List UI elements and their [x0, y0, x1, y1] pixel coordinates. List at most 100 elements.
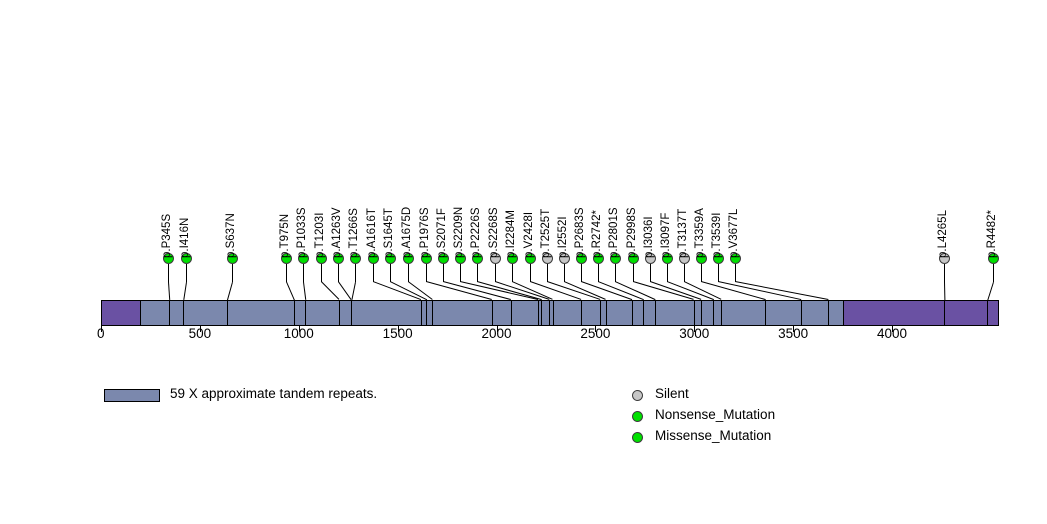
axis-tick-label: 2000 — [481, 326, 512, 341]
mutation-label: p.P2226S — [470, 206, 482, 258]
mutation-stem-diagonal — [303, 281, 307, 300]
mutation-stem-in-backbone — [510, 300, 512, 326]
mutation-stem — [581, 263, 582, 282]
mutation-stem — [993, 263, 994, 282]
mutation-stem-in-backbone — [183, 300, 185, 326]
mutation-stem — [186, 263, 187, 282]
mutation-dot-missense[interactable] — [437, 252, 449, 264]
axis-tick — [101, 326, 102, 332]
mutation-stem-diagonal — [633, 281, 695, 300]
type-legend-dot — [632, 432, 643, 443]
mutation-stem-in-backbone — [549, 300, 551, 326]
mutation-stem — [718, 263, 719, 282]
mutation-dot-missense[interactable] — [315, 252, 327, 264]
type-legend-dot — [632, 411, 643, 422]
mutation-stem-in-backbone — [293, 300, 295, 326]
mutation-dot-nonsense[interactable] — [987, 252, 999, 264]
mutation-dot-missense[interactable] — [384, 252, 396, 264]
mutation-dot-missense[interactable] — [506, 252, 518, 264]
mutation-dot-missense[interactable] — [609, 252, 621, 264]
mutation-label: p.A1675D — [401, 206, 413, 258]
mutation-dot-missense[interactable] — [280, 252, 292, 264]
mutation-dot-missense[interactable] — [729, 252, 741, 264]
mutation-label: p.T3137T — [677, 208, 689, 258]
axis-tick — [298, 326, 300, 332]
mutation-stem-in-backbone — [426, 300, 428, 326]
mutation-label: p.I3097F — [660, 212, 672, 258]
mutation-stem-diagonal — [564, 281, 607, 300]
mutation-stem-in-backbone — [537, 300, 539, 326]
mutation-label: p.T975N — [279, 213, 291, 258]
mutation-stem-in-backbone — [643, 300, 645, 326]
mutation-dot-missense[interactable] — [367, 252, 379, 264]
mutation-stem — [426, 263, 427, 282]
mutation-dot-silent[interactable] — [678, 252, 690, 264]
mutation-stem-in-backbone — [944, 300, 946, 326]
mutation-stem-in-backbone — [631, 300, 633, 326]
mutation-stem — [477, 263, 478, 282]
axis-tick-label: 0 — [97, 326, 105, 341]
mutation-stem-diagonal — [183, 282, 187, 301]
mutation-stem — [667, 263, 668, 282]
axis-tick-label: 1500 — [382, 326, 413, 341]
mutation-dot-missense[interactable] — [627, 252, 639, 264]
mutation-dot-silent[interactable] — [938, 252, 950, 264]
mutation-dot-missense[interactable] — [226, 252, 238, 264]
mutation-label: p.T1203I — [314, 212, 326, 258]
mutation-dot-missense[interactable] — [575, 252, 587, 264]
mutation-label: p.S1645T — [383, 207, 395, 258]
mutation-dot-missense[interactable] — [524, 252, 536, 264]
mutation-stem — [512, 263, 513, 282]
mutation-dot-missense[interactable] — [471, 252, 483, 264]
mutation-stem-in-backbone — [169, 300, 171, 326]
mutation-stem-diagonal — [338, 281, 352, 300]
mutation-stem-in-backbone — [987, 300, 989, 326]
axis-tick-label: 2500 — [580, 326, 611, 341]
mutation-stem — [495, 263, 496, 282]
mutation-stem-in-backbone — [420, 300, 422, 326]
mutation-stem — [168, 263, 169, 282]
mutation-dot-missense[interactable] — [349, 252, 361, 264]
mutation-dot-missense[interactable] — [297, 252, 309, 264]
mutation-dot-missense[interactable] — [332, 252, 344, 264]
mutation-stem-in-backbone — [721, 300, 723, 326]
mutation-stem — [286, 263, 287, 282]
mutation-stem — [598, 263, 599, 282]
mutation-dot-missense[interactable] — [661, 252, 673, 264]
mutation-stem — [684, 263, 685, 282]
mutation-stem — [701, 263, 702, 282]
mutation-dot-silent[interactable] — [489, 252, 501, 264]
mutation-dot-missense[interactable] — [180, 252, 192, 264]
type-legend-label: Silent — [655, 386, 689, 401]
mutation-label: p.P2801S — [608, 206, 620, 258]
mutation-dot-missense[interactable] — [402, 252, 414, 264]
mutation-dot-missense[interactable] — [695, 252, 707, 264]
mutation-stem — [373, 263, 374, 282]
mutation-stem-in-backbone — [605, 300, 607, 326]
mutation-dot-nonsense[interactable] — [592, 252, 604, 264]
mutation-label: p.A1616T — [366, 207, 378, 258]
axis-tick — [496, 326, 498, 332]
mutation-stem-in-backbone — [693, 300, 695, 326]
mutation-label: p.T3539I — [711, 212, 723, 258]
mutation-dot-silent[interactable] — [558, 252, 570, 264]
mutation-stem-in-backbone — [654, 300, 656, 326]
mutation-stem-in-backbone — [701, 300, 703, 326]
mutation-stem — [650, 263, 651, 282]
mutation-stem-in-backbone — [581, 300, 583, 326]
mutation-dot-missense[interactable] — [420, 252, 432, 264]
mutation-label: p.P2683S — [574, 206, 586, 258]
mutation-label: p.P2998S — [626, 206, 638, 258]
mutation-label: p.V2428I — [523, 211, 535, 258]
mutation-label: p.I3036I — [643, 215, 655, 258]
mutation-dot-missense[interactable] — [162, 252, 174, 264]
mutation-dot-silent[interactable] — [541, 252, 553, 264]
mutation-label: p.V3677L — [728, 208, 740, 258]
mutation-dot-silent[interactable] — [644, 252, 656, 264]
mutation-dot-missense[interactable] — [712, 252, 724, 264]
mutation-label: p.I2552I — [557, 215, 569, 258]
mutation-stem — [633, 263, 634, 282]
mutation-dot-missense[interactable] — [454, 252, 466, 264]
axis-tick — [199, 326, 201, 332]
